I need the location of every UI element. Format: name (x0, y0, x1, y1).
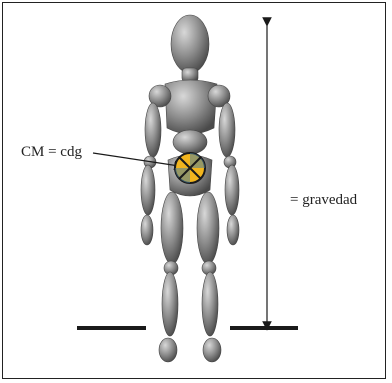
hand-right (227, 215, 239, 245)
foot-right (203, 338, 221, 362)
thigh-left (161, 192, 183, 264)
hand-left (141, 215, 153, 245)
foot-left (159, 338, 177, 362)
shin-left (162, 272, 178, 336)
center-of-mass-icon (175, 153, 205, 183)
thigh-right (197, 192, 219, 264)
forearm-right (225, 165, 239, 215)
head (171, 15, 209, 73)
cm-label: CM = cdg (21, 144, 82, 161)
mannequin-figure (141, 15, 239, 362)
abdomen (173, 130, 207, 154)
chest (165, 80, 217, 134)
upper-arm-left (145, 103, 161, 157)
forearm-left (141, 165, 155, 215)
upper-arm-right (219, 103, 235, 157)
shin-right (202, 272, 218, 336)
gravity-label: = gravedad (290, 192, 357, 209)
cm-pointer-line (93, 153, 179, 166)
